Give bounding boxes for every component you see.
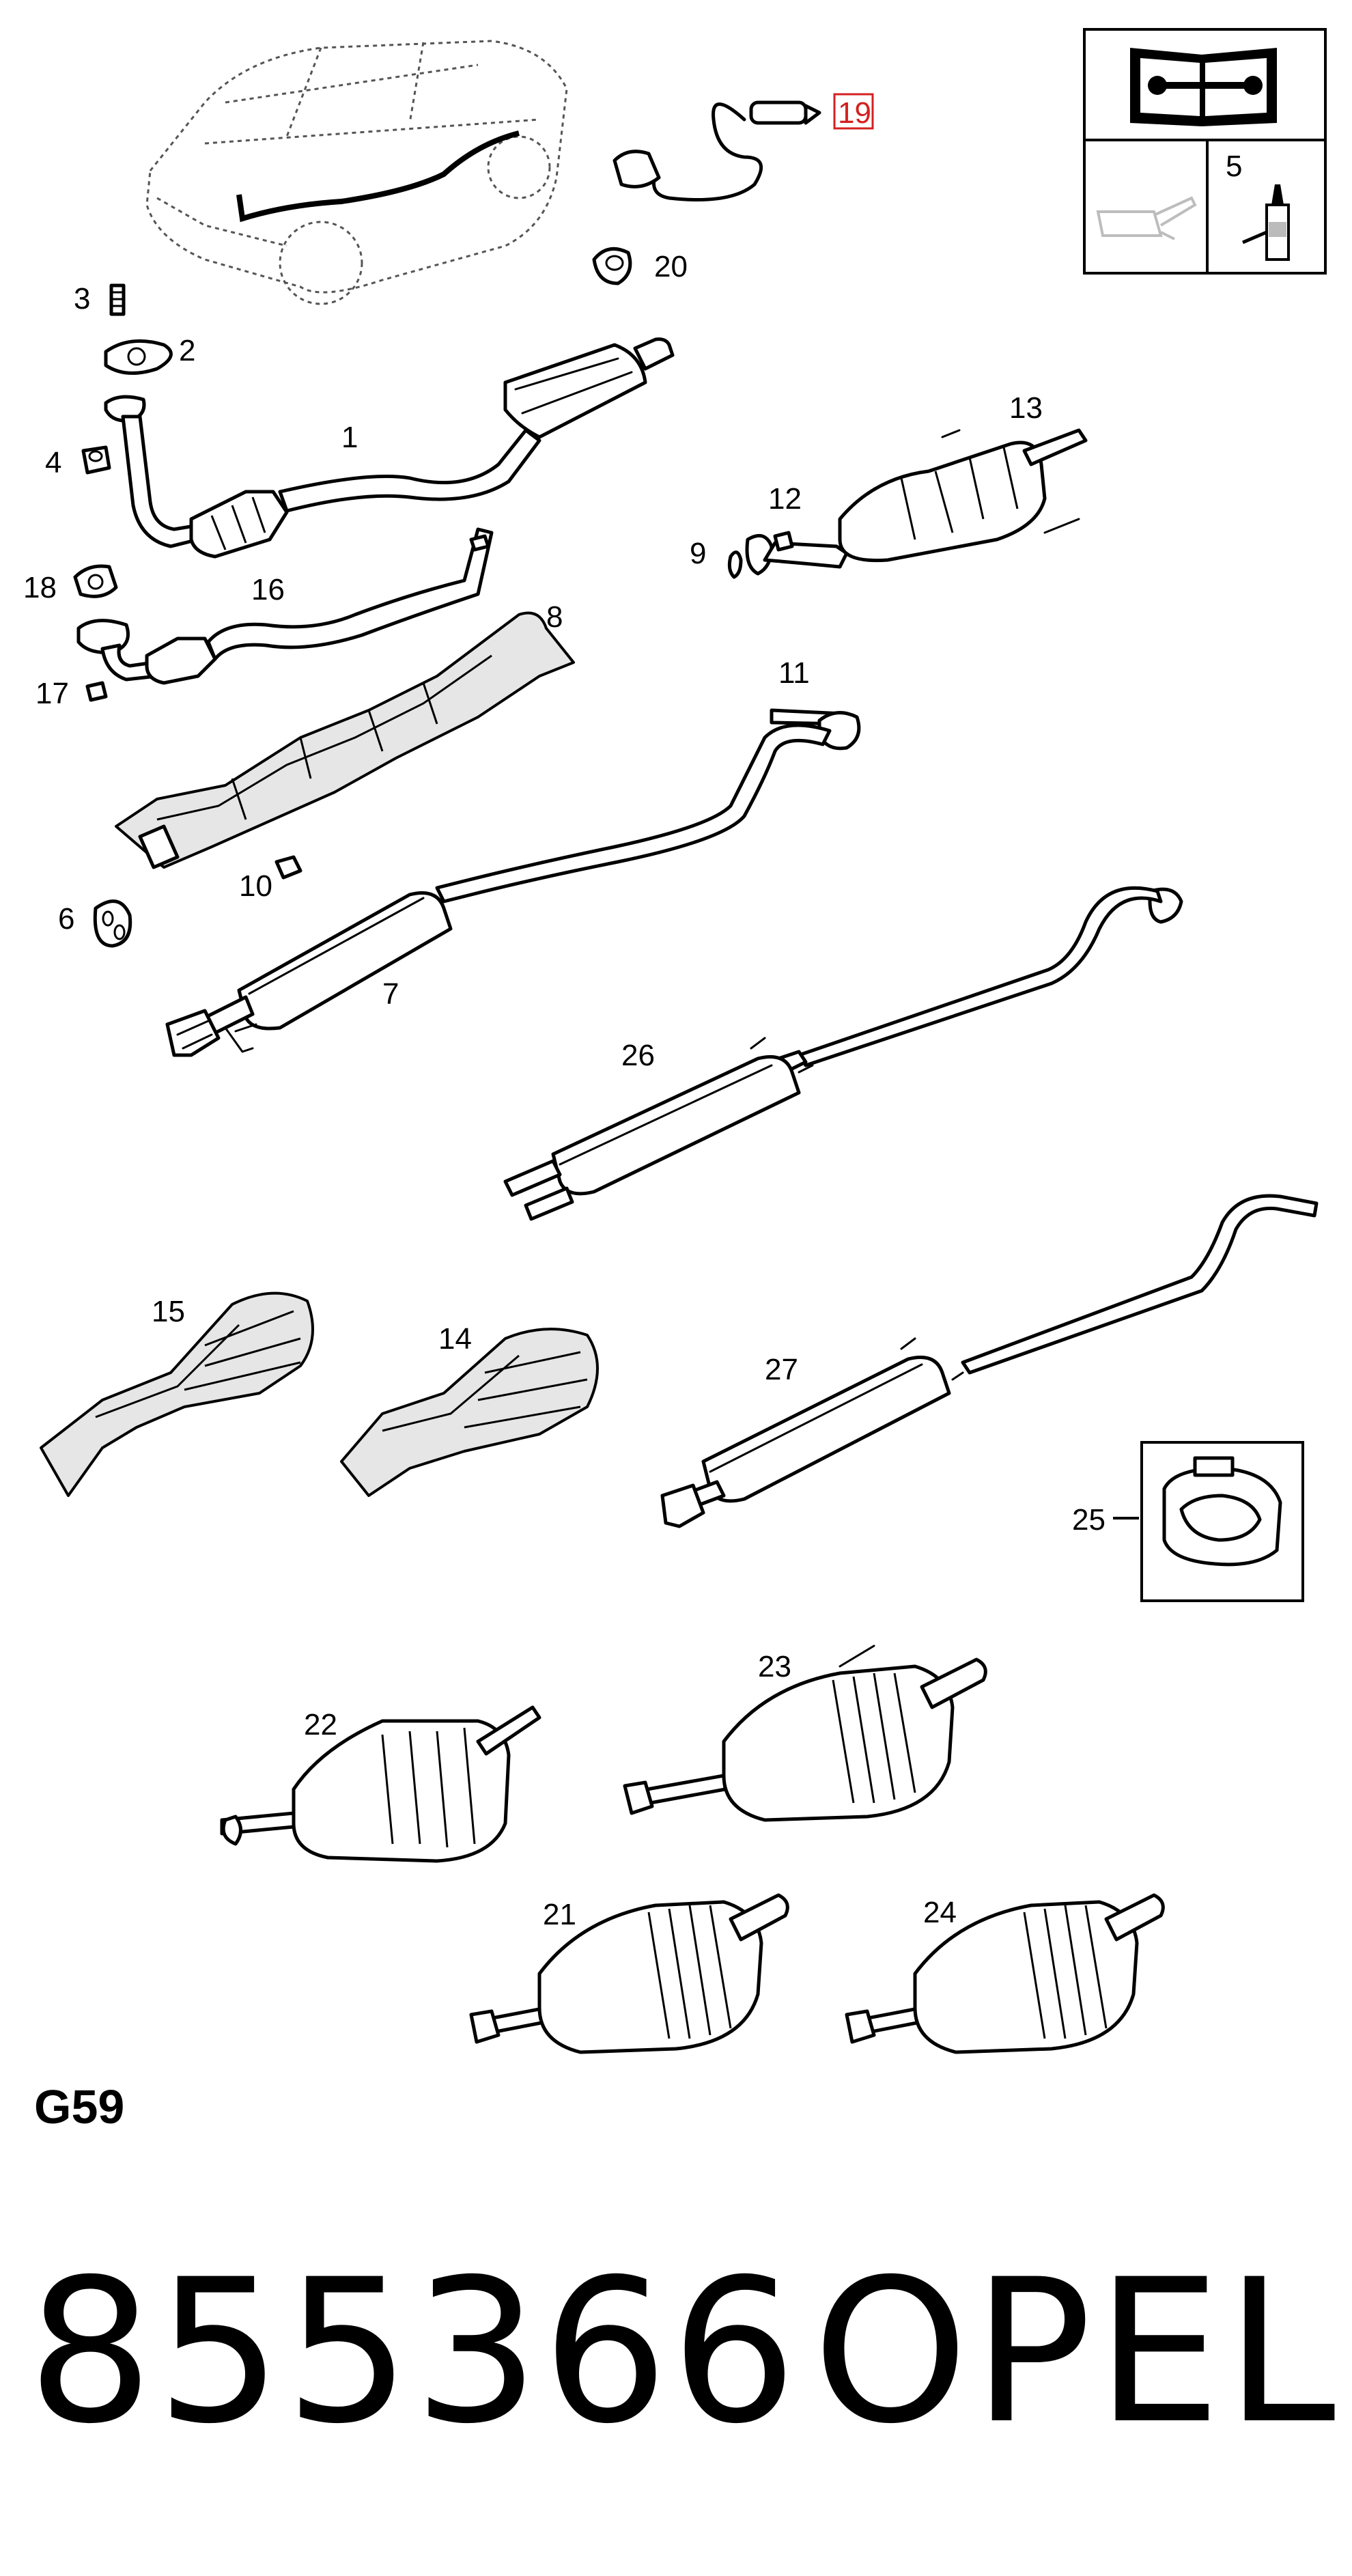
icon-panel: 5 [1083,28,1327,275]
callout-11: 11 [778,656,810,690]
nut-4 [81,445,111,475]
callout-21: 21 [543,1898,576,1931]
flange-18 [73,564,118,598]
front-pipe-1 [104,337,675,559]
gasket-2 [104,339,173,375]
car-outline [145,40,568,305]
intermediate-pipe-26 [503,886,1183,1221]
group-code: G59 [34,2080,125,2133]
center-pipe-7 [165,708,861,1057]
heat-shield-14 [340,1328,599,1497]
nut-17 [85,681,108,702]
callout-25: 25 [1072,1503,1105,1537]
clamp-box-25 [1113,1441,1304,1602]
callout-12: 12 [768,482,802,516]
rear-muffler-23 [623,1644,987,1822]
callout-26: 26 [621,1039,655,1072]
callout-4: 4 [45,446,61,479]
oxygen-sensor-19 [612,100,821,201]
callout-16: 16 [251,573,285,606]
callout-24: 24 [923,1896,957,1929]
oil-can-icon [1096,196,1197,240]
rubber-hanger-6 [93,899,132,948]
rear-muffler-24 [845,1893,1165,2054]
intermediate-pipe-27 [660,1194,1319,1528]
callout-9: 9 [690,537,706,570]
callout-2: 2 [179,334,195,367]
sealant-bottle-icon [1242,184,1290,261]
callout-13: 13 [1009,391,1043,425]
callout-19-frame [833,93,874,130]
callout-5: 5 [1226,150,1242,183]
nut-10 [274,855,302,880]
callout-10: 10 [239,869,272,903]
callout-15: 15 [152,1295,185,1328]
callout-18: 18 [23,571,57,604]
callout-7: 7 [382,977,399,1011]
grommet-20 [592,247,632,285]
callout-27: 27 [765,1353,798,1386]
front-pipe-16 [76,527,494,685]
callout-17: 17 [36,677,69,710]
rear-muffler-21 [469,1893,789,2054]
callout-14: 14 [438,1322,472,1356]
callout-1: 1 [341,421,358,454]
callout-22: 22 [304,1708,337,1741]
brand-name: OPEL [813,2237,1340,2467]
callout-20: 20 [654,250,688,283]
part-number: 855366 [27,2237,800,2467]
heat-shield-8 [115,611,575,869]
stud-3 [109,283,126,316]
callout-19: 19 [838,96,871,130]
heat-shield-15 [40,1291,314,1497]
rear-muffler-13 [727,428,1088,579]
callout-23: 23 [758,1650,791,1683]
service-manual-icon [1130,48,1277,126]
rear-muffler-22 [220,1705,541,1863]
callout-6: 6 [58,902,74,936]
callout-3: 3 [74,282,90,316]
callout-8: 8 [546,600,563,634]
